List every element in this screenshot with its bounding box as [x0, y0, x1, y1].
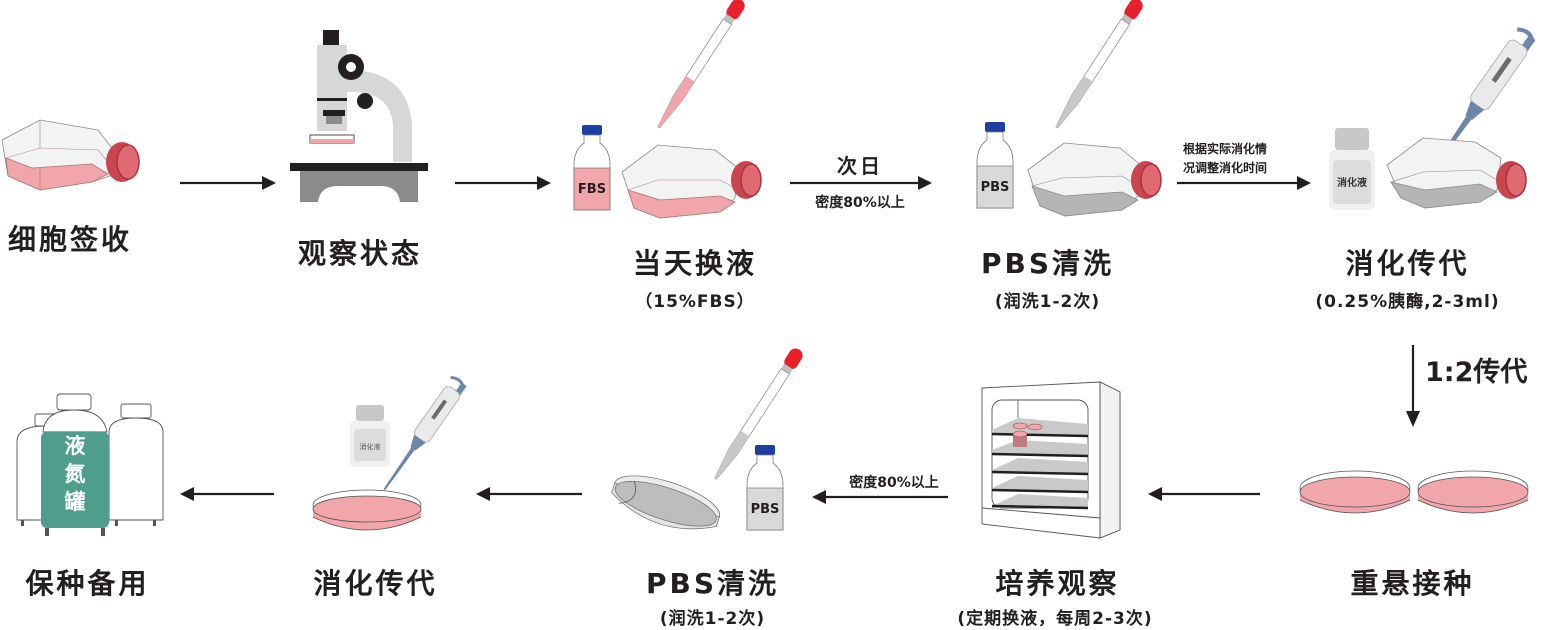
digestion-flask-pipette-icon: 消化液	[1329, 27, 1536, 210]
step-6-title: 重悬接种	[1350, 567, 1475, 600]
arrow-4-5-note-line1: 根据实际消化情	[1183, 142, 1268, 156]
digestion-dish-pipette-icon: 消化液	[312, 375, 467, 531]
tank-middle	[41, 393, 109, 536]
pbs-bottle-flask-dropper-icon: PBS	[976, 0, 1162, 217]
arrow-8-to-9	[476, 487, 582, 501]
tank-label-char-3: 罐	[64, 490, 86, 514]
incubator-dishes	[1012, 422, 1043, 447]
two-petri-dishes-icon	[1299, 470, 1529, 514]
step-8-subtitle: (润洗1-2次)	[659, 609, 766, 629]
step-5-title: 消化传代	[1345, 247, 1470, 280]
culture-flask-icon	[1, 119, 140, 191]
petri-dish-right	[1417, 470, 1529, 514]
microscope-icon	[290, 30, 428, 202]
fbs-bottle-label: FBS	[578, 182, 606, 197]
petri-dish-left	[1299, 470, 1411, 514]
step-9-title: 消化传代	[313, 567, 438, 600]
liquid-nitrogen-tank-icon	[16, 393, 164, 536]
arrow-4-to-5	[1177, 176, 1311, 190]
digestion-bottle-label: 消化液	[1337, 176, 1367, 189]
pbs-bottle-label: PBS	[981, 180, 1010, 195]
step-3-subtitle: （15%FBS）	[635, 292, 755, 312]
arrow-4-5-note-line2: 况调整消化时间	[1183, 161, 1268, 175]
step-2-title: 观察状态	[297, 237, 422, 270]
arrow-1-to-2	[180, 176, 276, 190]
arrow-6-to-7	[1148, 487, 1260, 501]
digestion-bottle-label-2: 消化液	[360, 442, 381, 451]
pbs-bottle-dish-dropper-icon: PBS	[611, 348, 803, 531]
tank-label-char-2: 氮	[64, 462, 86, 486]
fbs-bottle-flask-dropper-icon: FBS	[573, 0, 762, 219]
arrow-3-to-4	[790, 176, 932, 190]
incubator-icon	[981, 381, 1121, 539]
pbs-bottle-label-2: PBS	[751, 502, 780, 517]
arrow-9-to-10	[180, 487, 274, 501]
step-3-title: 当天换液	[632, 247, 757, 280]
arrow-5-6-side-note: 1:2传代	[1425, 357, 1528, 388]
arrow-3-4-top-note: 次日	[837, 154, 883, 178]
tank-right	[108, 403, 164, 526]
step-8-title: PBS清洗	[645, 567, 780, 600]
tank-label-char-1: 液	[64, 434, 86, 458]
step-7-subtitle: (定期换液，每周2-3次)	[957, 609, 1153, 629]
step-4-subtitle: (润洗1-2次)	[994, 292, 1101, 312]
arrow-2-to-3	[455, 176, 551, 190]
step-10-title: 保种备用	[25, 567, 150, 600]
arrow-3-4-bottom-note: 密度80%以上	[815, 195, 905, 211]
pink-petri-dish	[312, 489, 422, 531]
step-7-title: 培养观察	[995, 567, 1120, 600]
arrow-7-8-top-note: 密度80%以上	[849, 475, 939, 491]
step-1-title: 细胞签收	[7, 223, 132, 256]
arrow-5-to-6	[1406, 345, 1420, 427]
arrow-7-to-8	[812, 490, 948, 504]
step-5-subtitle: (0.25%胰酶,2-3ml)	[1315, 292, 1500, 312]
step-4-title: PBS清洗	[980, 247, 1115, 280]
